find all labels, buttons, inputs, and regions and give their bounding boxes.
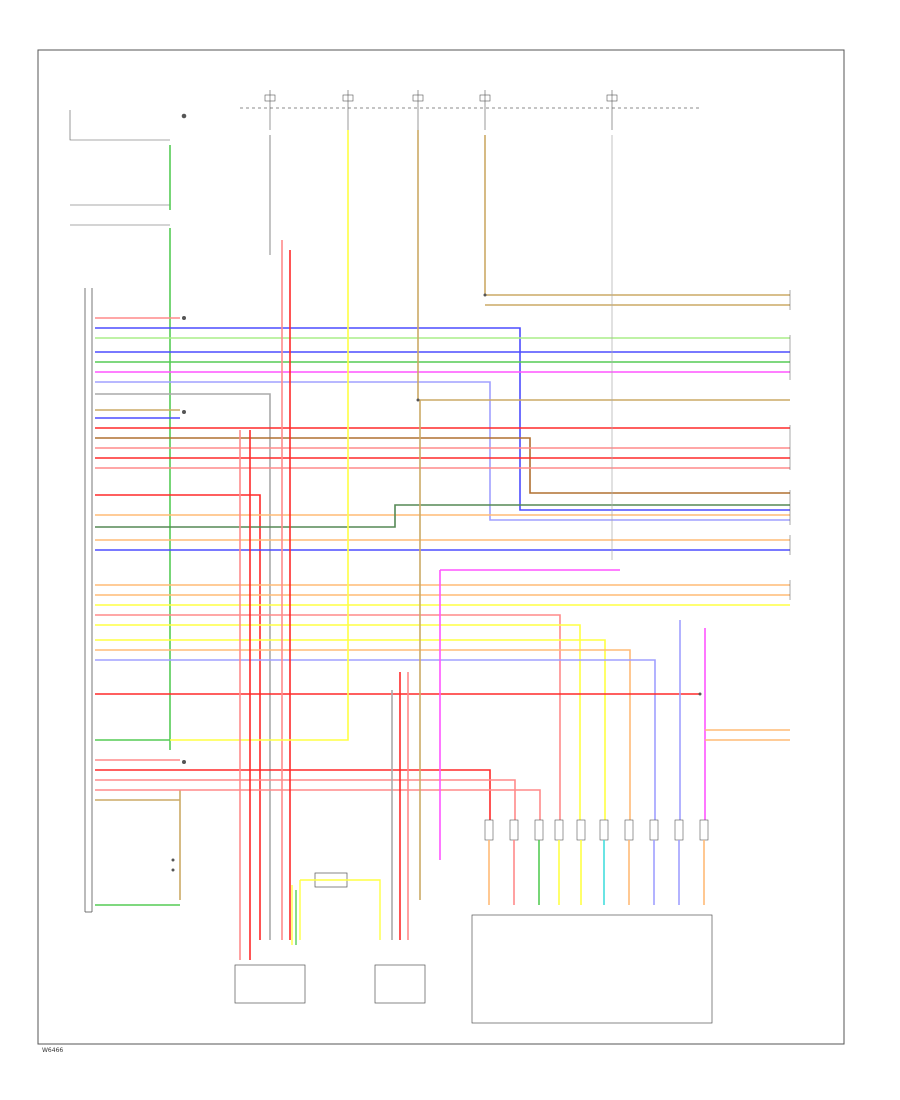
vertical-wires: [170, 130, 790, 960]
diagram-frame: [37, 49, 845, 1045]
sensor-shield-wires: [291, 879, 381, 945]
figure-id: W6466: [42, 1047, 63, 1054]
tcm-connector: [84, 288, 93, 913]
brake-switch: [69, 110, 187, 226]
transmission-wire-stubs: [488, 840, 705, 905]
horizontal-wires: [95, 317, 790, 940]
at-transmission-box: [471, 914, 713, 1024]
turbine-speed-sensor-box: [234, 964, 306, 1004]
fuse-blocks: [264, 90, 618, 130]
vehicle-speed-sensor-box: [374, 964, 426, 1004]
left-vertical-wires: [169, 145, 181, 900]
transmission-pins: [484, 819, 709, 841]
splice-points: [171, 293, 702, 872]
